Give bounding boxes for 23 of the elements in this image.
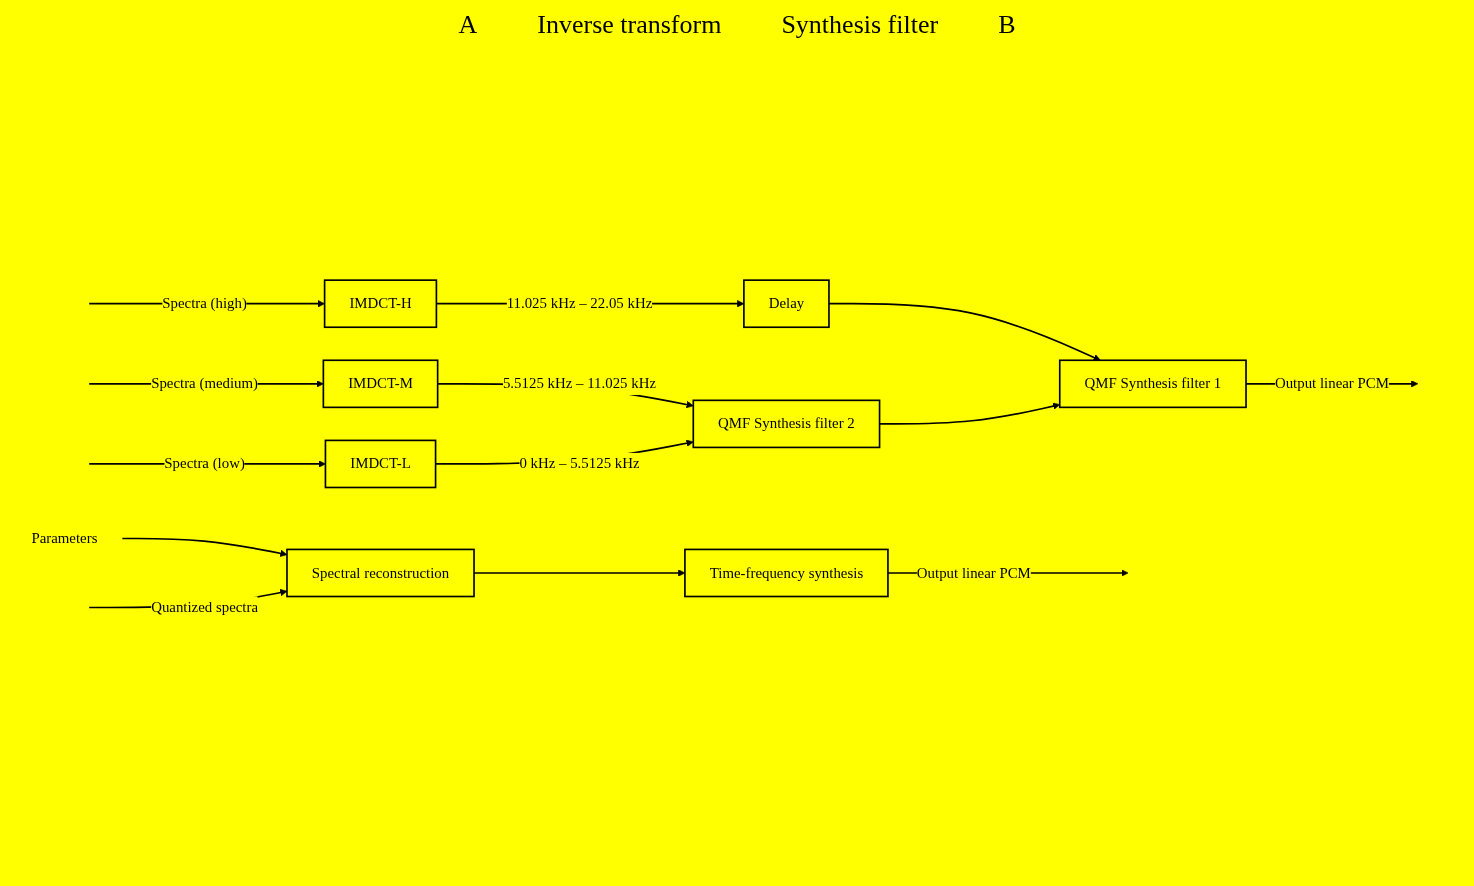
node-box: IMDCT-L	[324, 439, 437, 489]
node-box: IMDCT-M	[322, 359, 439, 409]
section-label: A	[458, 10, 478, 40]
edge-label: Spectra (low)	[164, 455, 245, 472]
node-text: Parameters	[31, 529, 98, 547]
node-box: IMDCT-H	[323, 279, 438, 329]
node-box: Time-frequency synthesis	[684, 548, 889, 598]
node-box: QMF Synthesis filter 2	[692, 399, 881, 449]
edge-label: 5.5125 kHz – 11.025 kHz	[502, 375, 656, 392]
edge-label: Spectra (medium)	[151, 375, 259, 392]
edge-label: Spectra (high)	[162, 295, 247, 312]
node-box: Delay	[743, 279, 830, 329]
edge-label: 0 kHz – 5.5125 kHz	[519, 455, 640, 472]
node-box: Spectral reconstruction	[286, 548, 475, 598]
section-label: Synthesis filter	[781, 10, 939, 40]
edge-label: Output linear PCM	[916, 564, 1031, 581]
edge-label: Quantized spectra	[151, 598, 259, 616]
section-label: Inverse transform	[537, 10, 722, 40]
edge-label: 11.025 kHz – 22.05 kHz	[506, 295, 653, 312]
node-box: QMF Synthesis filter 1	[1058, 359, 1247, 409]
section-label: B	[998, 10, 1016, 40]
edge-label: Output linear PCM	[1274, 375, 1389, 392]
arrow	[828, 302, 1101, 361]
